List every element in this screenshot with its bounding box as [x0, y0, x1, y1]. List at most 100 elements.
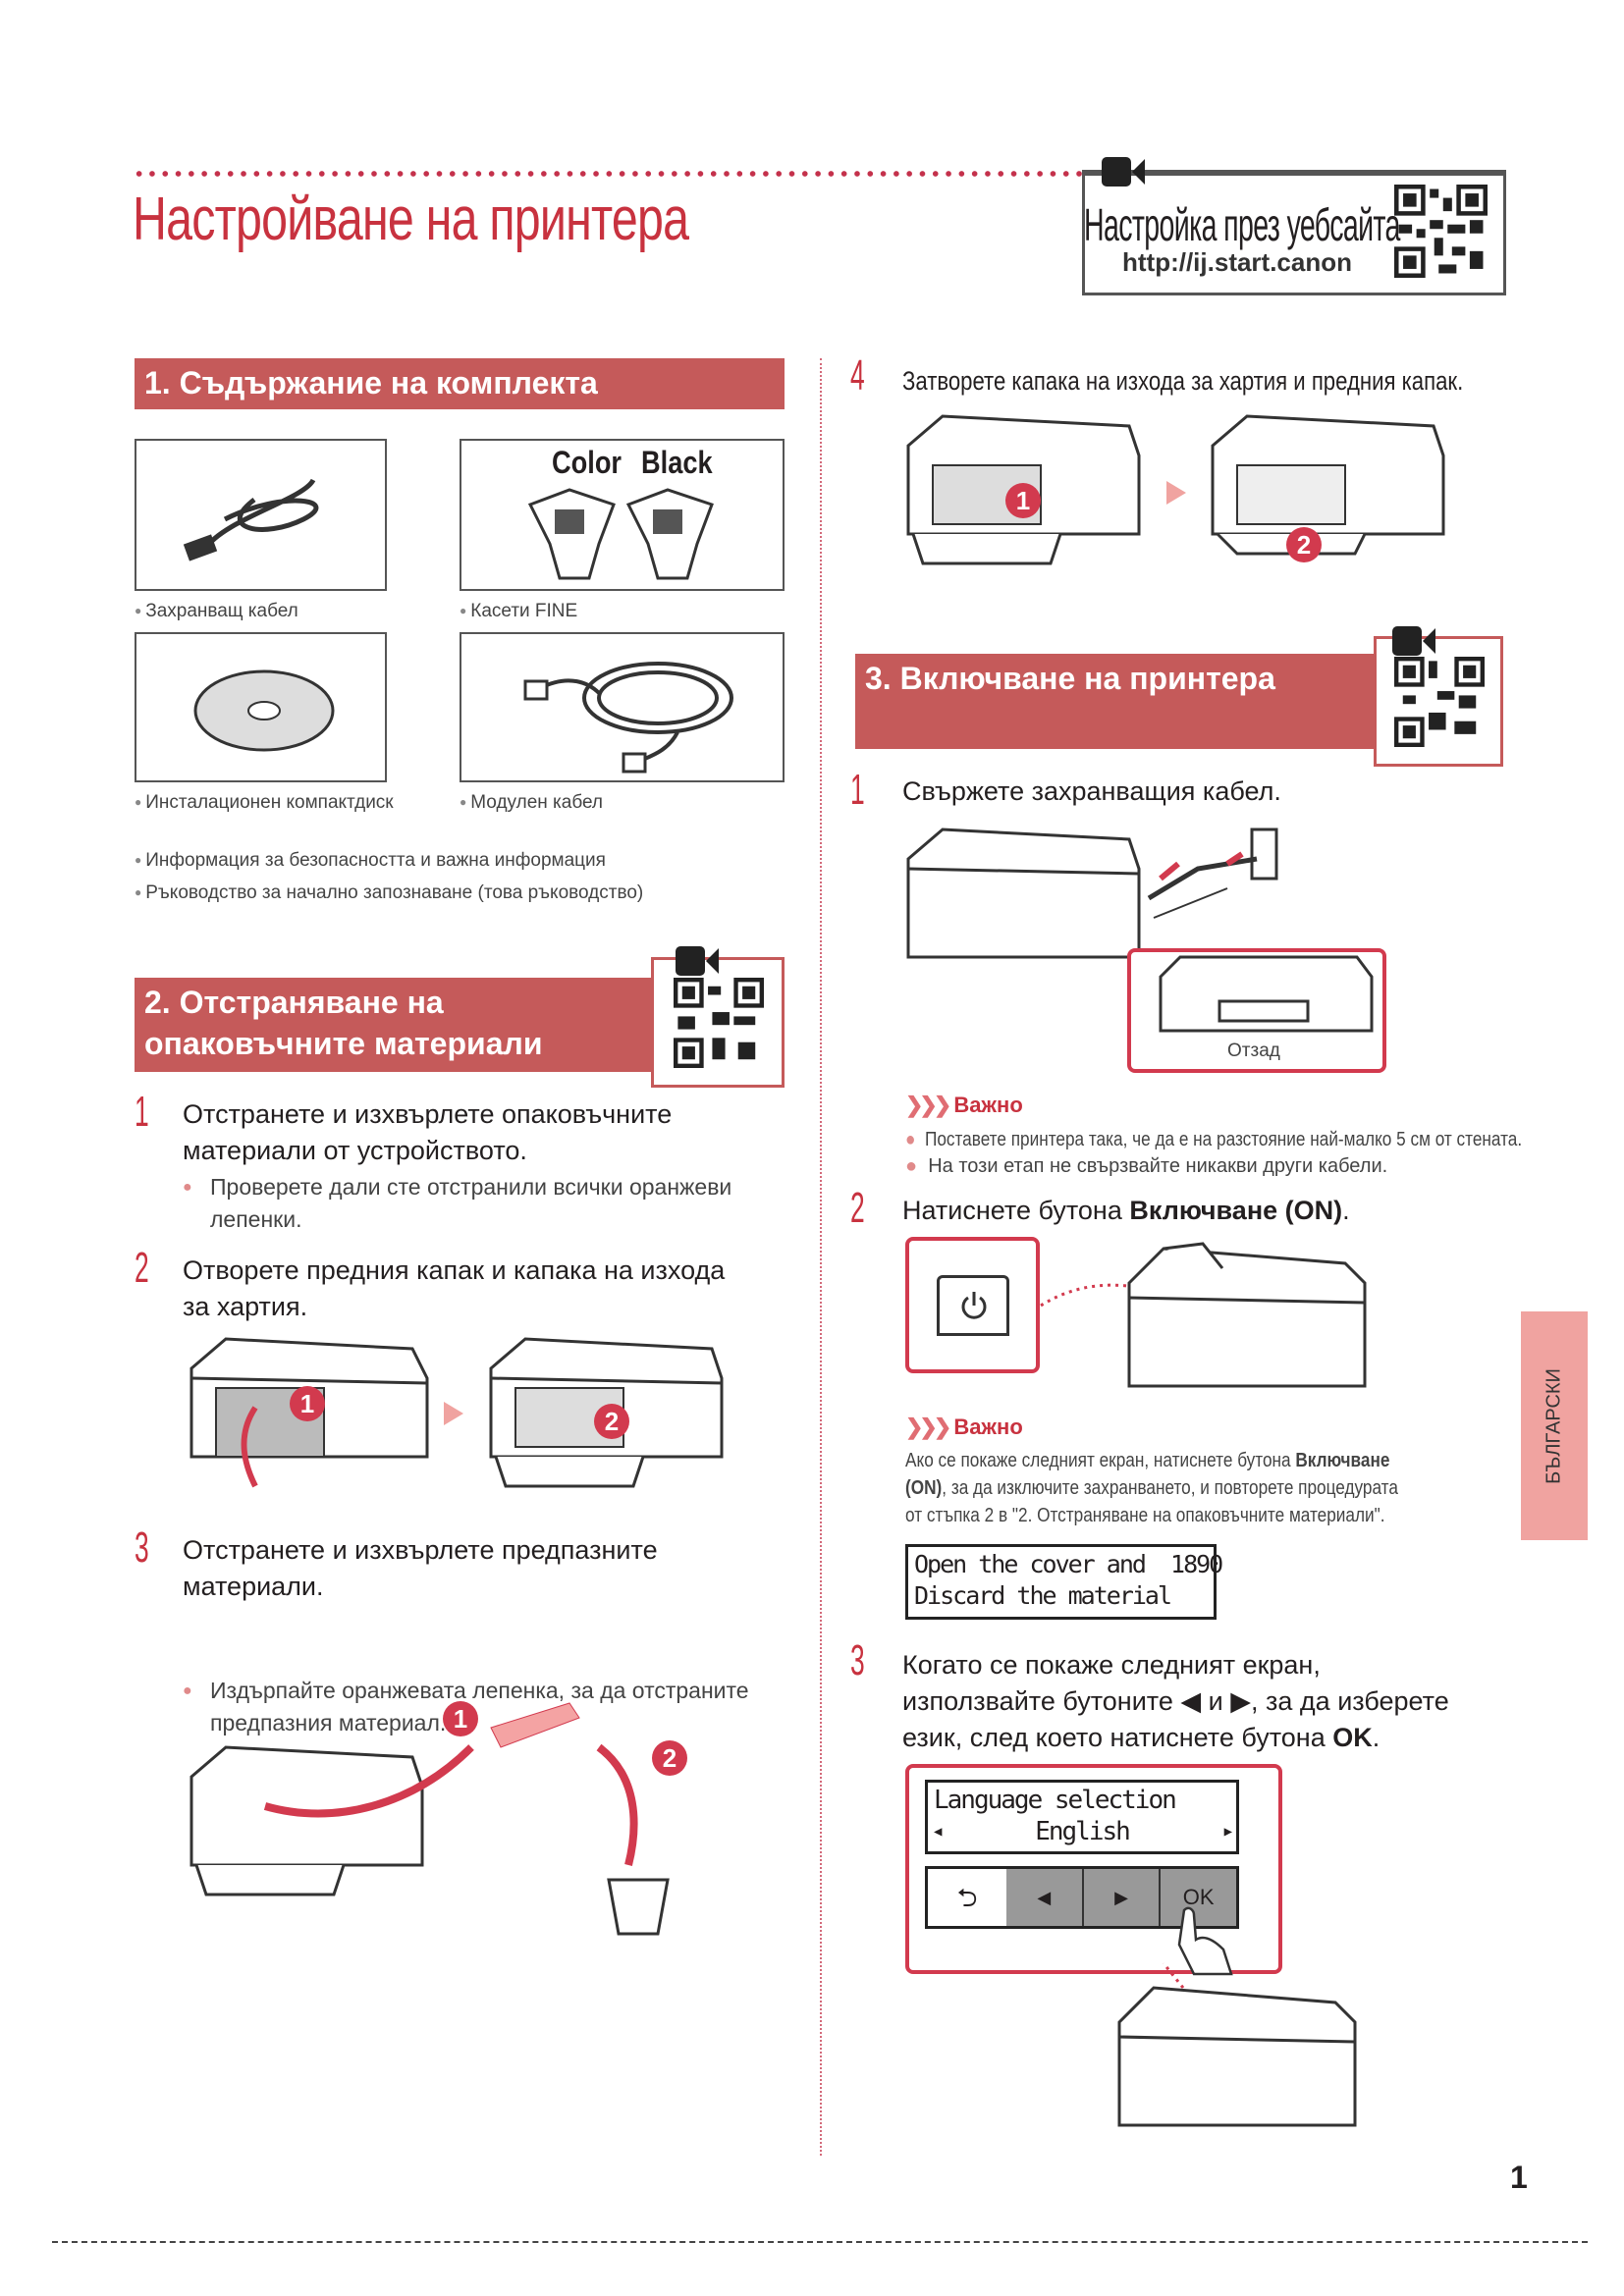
section-1-header: 1. Съдържание на комплекта	[135, 358, 785, 409]
lcd-error-screen: Open the cover and 1890 Discard the mate…	[905, 1544, 1223, 1620]
printer-back-illustration	[1159, 955, 1374, 1033]
bullet-line: Проверете дали сте отстранили всички ора…	[210, 1174, 732, 1200]
badge-2: 2	[652, 1740, 687, 1776]
back-button[interactable]: ⮌	[928, 1869, 1006, 1926]
right-button[interactable]: ▶	[1084, 1869, 1162, 1926]
bullet-line: предпазния материал.	[210, 1710, 447, 1735]
column-divider	[820, 358, 822, 2156]
video-camera-icon	[1392, 626, 1435, 656]
step-line: Когато се покаже следният екран,	[902, 1650, 1321, 1680]
label-black: Black	[641, 445, 713, 480]
language-side-tab: БЪЛГАРСКИ	[1521, 1311, 1588, 1540]
badge-1: 1	[290, 1386, 325, 1421]
extra-safety-info: Информация за безопасността и важна инфо…	[135, 850, 606, 872]
section-2-title-line1: 2. Отстраняване на	[144, 985, 444, 1020]
important-text-line: (ON), за да изключите захранването, и по…	[905, 1474, 1398, 1502]
important-label: ❯❯❯Важно	[905, 1093, 1023, 1118]
side-tab-label: БЪЛГАРСКИ	[1543, 1367, 1565, 1484]
step-3-1-text: Свържете захранващия кабел.	[902, 776, 1281, 806]
step-number: 1	[850, 766, 865, 814]
printer-illustration	[1117, 1962, 1357, 2127]
step-number: 3	[135, 1523, 149, 1572]
lcd-line: Open the cover and 1890	[914, 1550, 1223, 1578]
step-text: Натиснете бутона	[902, 1196, 1130, 1225]
step-line: Отворете предния капак и капака на изход…	[183, 1255, 726, 1285]
cd-icon	[193, 669, 335, 752]
badge-2: 2	[594, 1404, 629, 1439]
language-value[interactable]: English	[1035, 1817, 1131, 1846]
step-number: 2	[850, 1184, 865, 1232]
power-button[interactable]	[937, 1275, 1009, 1336]
video-camera-icon	[676, 946, 719, 976]
text-bold: Включване	[1295, 1450, 1390, 1471]
web-setup-url[interactable]: http://ij.start.canon	[1122, 247, 1352, 277]
step-line: материали от устройството.	[183, 1136, 527, 1165]
control-panel-buttons: ⮌ ◀ ▶ OK	[925, 1866, 1239, 1929]
page-number: 1	[1510, 2160, 1528, 2195]
finger-pointing-icon	[1177, 1906, 1233, 1976]
section-2-title-line2: опаковъчните материали	[144, 1026, 543, 1061]
important-text-line: Ако се покаже следният екран, натиснете …	[905, 1447, 1389, 1474]
important-bullet: ● Поставете принтера така, че да е на ра…	[905, 1129, 1523, 1150]
step-2-2-text: Отворете предния капак и капака на изход…	[183, 1253, 725, 1325]
badge-2: 2	[1286, 527, 1322, 562]
step-number: 1	[135, 1088, 149, 1136]
ink-cartridge-icon	[527, 488, 714, 580]
caption-power-cord: Захранващ кабел	[135, 601, 298, 622]
important-text: Важно	[953, 1415, 1023, 1439]
bullet-line: лепенки.	[210, 1206, 302, 1232]
important-label: ❯❯❯Важно	[905, 1415, 1023, 1440]
qr-code-icon[interactable]	[674, 978, 764, 1068]
text: Ако се покаже следният екран, натиснете …	[905, 1450, 1296, 1471]
extra-getting-started: Ръководство за начално запознаване (това…	[135, 882, 643, 904]
video-camera-icon	[1102, 157, 1145, 187]
step-number: 2	[135, 1244, 149, 1292]
language-selection-callout: Language selection ◀ English ▶ ⮌ ◀ ▶ OK	[905, 1764, 1282, 1976]
step-4-text: Затворете капака на изхода за хартия и п…	[902, 366, 1464, 396]
step-line: Отстранете и изхвърлете предпазните	[183, 1535, 658, 1565]
printer-illustration	[1127, 1242, 1367, 1388]
arrow-right-icon	[444, 1402, 463, 1425]
power-button-callout	[905, 1237, 1040, 1373]
step-text: .	[1342, 1196, 1350, 1225]
step-3-3-text: Когато се покаже следният екран, използв…	[902, 1647, 1449, 1756]
section-3-qr-box	[1374, 636, 1503, 767]
arrow-right-icon	[1166, 481, 1186, 505]
step-number: 3	[850, 1636, 865, 1684]
text: език, след което натиснете бутона	[902, 1723, 1333, 1752]
step-2-3-text: Отстранете и изхвърлете предпазните мате…	[183, 1532, 658, 1605]
left-arrow-icon: ◀	[1180, 1686, 1202, 1716]
remove-protective-material-illustration	[189, 1702, 670, 1936]
bullet-line: Издърпайте оранжевата лепенка, за да отс…	[210, 1678, 749, 1703]
text: , за да изключите захранването, и повтор…	[942, 1477, 1398, 1499]
text-bold: OK	[1332, 1723, 1373, 1752]
step-number: 4	[850, 351, 865, 400]
step-line: Отстранете и изхвърлете опаковъчните	[183, 1099, 673, 1129]
important-bullet-text: На този етап не свързвайте никакви други…	[928, 1155, 1388, 1177]
label-color: Color	[552, 445, 623, 480]
on-button-name: Включване (ON)	[1129, 1196, 1343, 1225]
step-2-3-bullet: Издърпайте оранжевата лепенка, за да отс…	[183, 1675, 1624, 1739]
step-line: използвайте бутоните ◀ и ▶, за да избере…	[902, 1683, 1449, 1720]
connect-power-cord-illustration	[906, 828, 1278, 959]
left-button[interactable]: ◀	[1006, 1869, 1084, 1926]
right-arrow-icon: ▶	[1223, 1824, 1233, 1840]
lcd-line: Language selection	[934, 1786, 1177, 1815]
ok-button[interactable]: OK	[1182, 1885, 1215, 1909]
dotted-connector	[1040, 1283, 1128, 1308]
step-line: материали.	[183, 1572, 324, 1601]
chevrons-icon: ❯❯❯	[905, 1415, 951, 1439]
language-lcd: Language selection ◀English▶	[925, 1780, 1239, 1854]
power-icon	[961, 1292, 987, 1319]
important-text-line: от стъпка 2 в "2. Отстраняване на опаков…	[905, 1505, 1385, 1526]
page-title: Настройване на принтера	[133, 186, 689, 253]
lcd-line: Discard the material	[914, 1581, 1172, 1610]
qr-code-icon[interactable]	[1394, 657, 1485, 747]
caption-modular-cable: Модулен кабел	[460, 792, 603, 814]
qr-code-icon[interactable]	[1394, 185, 1488, 278]
modular-cable-icon	[523, 662, 733, 774]
step-line: за хартия.	[183, 1292, 308, 1321]
text: използвайте бутоните	[902, 1686, 1181, 1716]
back-view-callout: Отзад	[1127, 948, 1386, 1073]
step-2-1-bullet: Проверете дали сте отстранили всички ора…	[183, 1171, 1624, 1236]
